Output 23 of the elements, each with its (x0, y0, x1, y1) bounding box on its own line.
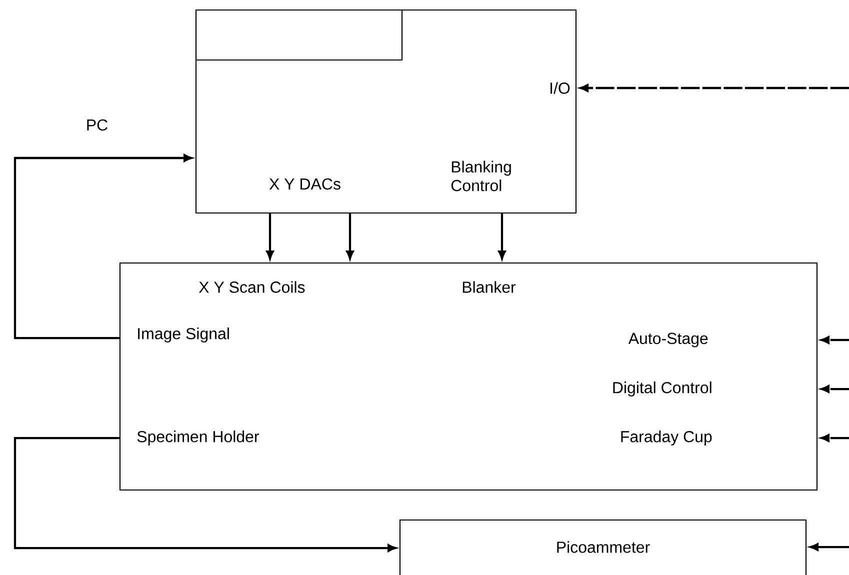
arrow (14, 154, 192, 340)
inner-box (195, 9, 403, 61)
arrow (810, 543, 849, 551)
block-label: PC (87, 119, 108, 131)
port-label: Blanker (462, 281, 516, 293)
arrow (820, 385, 849, 393)
port-label: X Y DACs (269, 178, 340, 190)
port-label: Specimen Holder (137, 430, 260, 446)
port-label: Blanking Control (451, 160, 511, 192)
port-label: I/O (550, 82, 570, 94)
port-label: Image Signal (138, 328, 229, 342)
port-label: Auto-Stage (628, 332, 708, 348)
port-label: Digital Control (613, 382, 712, 396)
arrow (14, 436, 396, 552)
port-label: X Y Scan Coils (198, 281, 305, 293)
arrow (498, 214, 506, 260)
arrow (820, 434, 849, 442)
arrow (266, 214, 274, 260)
arrow (820, 336, 849, 344)
arrow (346, 214, 354, 260)
arrow (580, 84, 849, 92)
port-label: Picoammeter (557, 541, 650, 553)
port-label: Faraday Cup (621, 430, 712, 446)
